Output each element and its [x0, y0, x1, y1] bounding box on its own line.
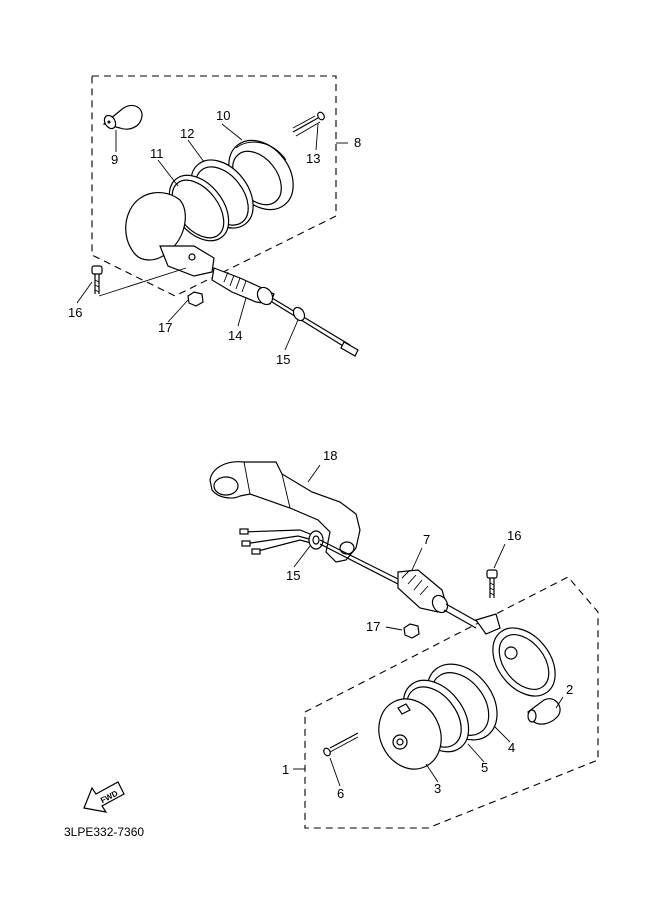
flasher-body-top: [159, 245, 215, 277]
screw-part-13: [292, 111, 325, 137]
wire-part-15-top: [271, 297, 359, 357]
callout-16-bottom: 16: [507, 528, 521, 543]
bulb-part-9: [102, 105, 143, 130]
callout-8: 8: [354, 135, 361, 150]
screw-part-6: [323, 732, 359, 757]
callout-10: 10: [216, 108, 230, 123]
wire-harness-bottom: [239, 528, 401, 585]
assembly-boundary-bottom: [304, 576, 599, 829]
callout-15-top: 15: [276, 352, 290, 367]
bottom-flasher-assembly: 18 7 16 15 17 2 4 5 3 1 6: [209, 448, 599, 829]
stem-part-14: [211, 267, 275, 306]
callout-12: 12: [180, 126, 194, 141]
callout-1: 1: [282, 762, 289, 777]
callout-14: 14: [228, 328, 242, 343]
lens-part-3: [378, 698, 442, 770]
callout-5: 5: [481, 760, 488, 775]
callout-18: 18: [323, 448, 337, 463]
callout-11: 11: [150, 146, 164, 161]
bolt-part-16-bottom: [486, 569, 498, 598]
bolt-part-16-top: [91, 265, 187, 297]
callout-3: 3: [434, 781, 441, 796]
flasher-body-bottom: [475, 613, 556, 697]
callout-16-top: 16: [68, 305, 82, 320]
callout-17-bottom: 17: [366, 619, 380, 634]
top-flasher-assembly: 9 10 12 11 13 8 16 17 14 15: [68, 75, 361, 367]
drawing-code: 3LPE332-7360: [64, 825, 144, 839]
stem-part-7: [397, 569, 479, 629]
callout-9: 9: [111, 152, 118, 167]
callout-4: 4: [508, 740, 515, 755]
callout-15-bottom: 15: [286, 568, 300, 583]
callout-6: 6: [337, 786, 344, 801]
fwd-arrow-icon: FWD: [83, 781, 125, 813]
bracket-part-18: [209, 461, 361, 563]
callout-2: 2: [566, 682, 573, 697]
callout-13: 13: [306, 151, 320, 166]
nut-part-17-bottom: [403, 623, 420, 639]
nut-part-17-top: [187, 291, 204, 307]
callout-7: 7: [423, 532, 430, 547]
assembly-boundary-top: [91, 75, 337, 297]
callout-17-top: 17: [158, 320, 172, 335]
bulb-part-2: [527, 698, 561, 725]
